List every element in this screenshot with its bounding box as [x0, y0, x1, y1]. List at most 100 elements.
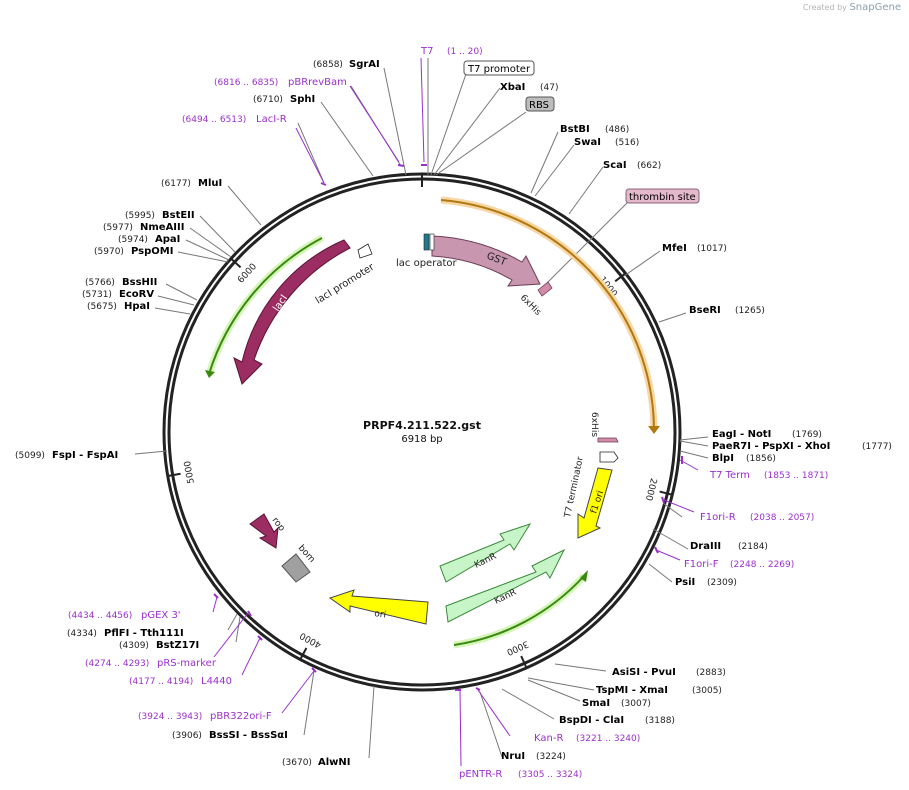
kanr-highlight-arc-line — [453, 575, 585, 646]
site-pos-pbrrevbam: (6816 .. 6835) — [214, 78, 278, 88]
site-name-blpi[interactable]: BlpI — [712, 453, 734, 464]
site-name-eagi[interactable]: EagI - NotI — [712, 429, 771, 440]
laci-promoter-arrow[interactable] — [357, 243, 373, 259]
site-name-bstz17i[interactable]: BstZ17I — [156, 640, 199, 651]
site-pos-alwni: (3670) — [282, 758, 312, 768]
site-name-sphi[interactable]: SphI — [290, 94, 315, 105]
site-pos-apai: (5974) — [118, 235, 148, 245]
site-labels: (6858) SgrAI (6816 .. 6835) pBRrevBam (6… — [15, 46, 892, 780]
site-pos-nmeaiii: (5977) — [103, 223, 133, 233]
site-name-pflfi[interactable]: PflFI - Tth111I — [104, 628, 184, 639]
tick-mark — [167, 472, 181, 477]
site-name-asisi[interactable]: AsiSI - PvuI — [612, 667, 676, 678]
ori-arrow[interactable] — [328, 589, 429, 625]
site-pos-l4440: (4177 .. 4194) — [129, 677, 193, 687]
site-name-thrombin: thrombin site — [629, 192, 696, 203]
site-pos-pgex3: (4434 .. 4456) — [68, 611, 132, 621]
site-name-nmeaiii[interactable]: NmeAIII — [140, 222, 184, 233]
site-pos-prs-marker: (4274 .. 4293) — [85, 659, 149, 669]
site-pos-xbai: (47) — [540, 83, 558, 93]
site-name-mfei[interactable]: MfeI — [662, 243, 687, 254]
rop-arrow[interactable] — [249, 513, 279, 549]
site-pos-asisi: (2883) — [696, 668, 726, 678]
site-pos-f1ori-f: (2248 .. 2269) — [730, 560, 794, 570]
site-name-sgrai[interactable]: SgrAI — [349, 59, 380, 70]
site-name-nrui[interactable]: NruI — [501, 751, 525, 762]
site-pos-pentr-r: (3305 .. 3324) — [518, 770, 582, 780]
tick-label: 5000 — [183, 460, 197, 485]
site-pos-f1ori-r: (2038 .. 2057) — [750, 513, 814, 523]
tick-label: 2000 — [643, 477, 658, 502]
tick-mark — [614, 272, 627, 283]
site-name-hpai[interactable]: HpaI — [124, 301, 150, 312]
site-name-alwni[interactable]: AlwNI — [318, 757, 351, 768]
site-pos-fspi: (5099) — [15, 451, 45, 461]
t7-terminator-box — [599, 451, 619, 463]
laci-arrow[interactable] — [233, 239, 351, 385]
site-name-fspi[interactable]: FspI - FspAI — [52, 450, 118, 461]
site-name-draiii[interactable]: DraIII — [690, 541, 721, 552]
site-name-prs-marker[interactable]: pRS-marker — [157, 658, 217, 669]
site-name-bsshii[interactable]: BssHII — [122, 277, 157, 288]
site-name-f1ori-f[interactable]: F1ori-F — [684, 559, 719, 570]
site-name-laci-r[interactable]: LacI-R — [256, 114, 287, 125]
gst-arrow[interactable] — [431, 235, 541, 287]
site-name-tspmi[interactable]: TspMI - XmaI — [596, 685, 668, 696]
site-name-pbr322ori-f[interactable]: pBR322ori-F — [210, 711, 272, 722]
site-name-pgex3[interactable]: pGEX 3' — [141, 610, 181, 621]
f1-ori-arrow[interactable] — [577, 467, 613, 539]
site-pos-swai: (516) — [615, 138, 639, 148]
rbs-tag[interactable] — [525, 96, 555, 112]
site-name-paer7i[interactable]: PaeR7I - PspXI - XhoI — [712, 441, 830, 452]
site-name-f1ori-r[interactable]: F1ori-R — [700, 512, 736, 523]
site-pos-bsshii: (5766) — [85, 278, 115, 288]
lac-operator-box — [423, 233, 430, 251]
laci-highlight-arc-line — [208, 237, 323, 375]
site-pos-eagi: (1769) — [792, 430, 822, 440]
site-name-kan-r[interactable]: Kan-R — [534, 733, 563, 744]
site-name-bseri[interactable]: BseRI — [689, 305, 721, 316]
lac-operator-label: lac operator — [396, 258, 457, 269]
site-pos-ecorv: (5731) — [82, 290, 112, 300]
site-name-psii[interactable]: PsiI — [675, 577, 695, 588]
site-pos-bspdi: (3188) — [645, 716, 675, 726]
site-name-bstbi[interactable]: BstBI — [560, 124, 590, 135]
plasmid-name: PRPF4.211.522.gst — [363, 419, 481, 432]
site-name-bspdi[interactable]: BspDI - ClaI — [559, 715, 624, 726]
site-name-swai[interactable]: SwaI — [574, 137, 601, 148]
kanr-arrow-2[interactable] — [445, 548, 566, 623]
site-name-pspomi[interactable]: PspOMI — [131, 246, 173, 257]
tick-mark — [299, 647, 308, 660]
site-name-xbai[interactable]: XbaI — [500, 82, 525, 93]
site-name-pbrrevbam[interactable]: pBRrevBam — [288, 77, 347, 88]
site-pos-sphi: (6710) — [253, 95, 283, 105]
site-name-bsssi[interactable]: BssSI - BssSαI — [209, 730, 288, 741]
t7-promoter-box — [429, 233, 435, 251]
thrombin-site-tag[interactable] — [625, 188, 700, 204]
t7-terminator-label: T7 terminator — [563, 456, 586, 520]
site-pos-nrui: (3224) — [536, 752, 566, 762]
site-pos-scai: (662) — [637, 161, 661, 171]
site-name-apai[interactable]: ApaI — [155, 234, 180, 245]
site-pos-pflfi: (4334) — [67, 629, 97, 639]
tick-label: 4000 — [298, 630, 323, 650]
site-name-mlui[interactable]: MluI — [198, 178, 222, 189]
kanr-arrow-1[interactable] — [439, 523, 532, 583]
site-name-pentr-r[interactable]: pENTR-R — [459, 769, 502, 780]
site-pos-bstz17i: (4309) — [119, 641, 149, 651]
tick-mark — [230, 257, 242, 269]
site-name-bsteii[interactable]: BstEII — [162, 210, 195, 221]
site-name-rbs: RBS — [529, 100, 549, 111]
site-name-ecorv[interactable]: EcoRV — [119, 289, 154, 300]
site-name-t7[interactable]: T7 — [420, 46, 433, 57]
t7-promoter-tag[interactable] — [463, 60, 535, 76]
primer-marks — [213, 164, 683, 691]
site-name-scai[interactable]: ScaI — [603, 160, 627, 171]
site-name-t7term[interactable]: T7 Term — [709, 470, 750, 481]
site-pos-laci-r: (6494 .. 6513) — [182, 115, 246, 125]
kanr-highlight-arrowhead — [580, 570, 588, 582]
site-name-smai[interactable]: SmaI — [582, 698, 610, 709]
site-pos-kan-r: (3221 .. 3240) — [576, 734, 640, 744]
site-name-l4440[interactable]: L4440 — [201, 676, 232, 687]
